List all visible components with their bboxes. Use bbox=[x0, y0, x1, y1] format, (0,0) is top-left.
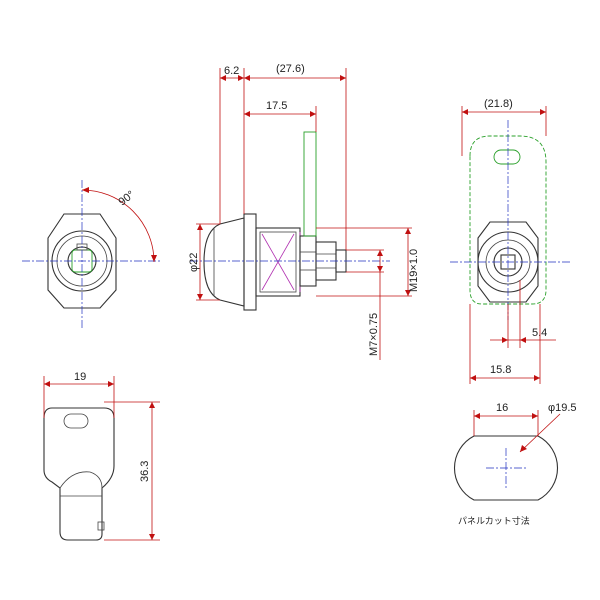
arrow-phi22-b bbox=[197, 294, 203, 300]
dim-36-3: 36.3 bbox=[139, 461, 151, 482]
dim-phi19-5: φ19.5 bbox=[548, 402, 577, 414]
dim-90: 90° bbox=[116, 189, 137, 209]
arrow-m7-t bbox=[377, 250, 383, 256]
arrow-6-2-r bbox=[238, 75, 244, 81]
dim-16: 16 bbox=[496, 402, 508, 414]
arc-arrow-start bbox=[82, 187, 89, 193]
front-view: 90° bbox=[22, 180, 160, 330]
cam-slot bbox=[493, 149, 521, 165]
key-neck bbox=[59, 471, 103, 489]
arrow-21-8-r bbox=[540, 109, 546, 115]
arrow-5-4-r bbox=[520, 337, 526, 343]
dim-19: 19 bbox=[74, 371, 86, 383]
arrow-15-8-r bbox=[534, 375, 540, 381]
arrow-17-5-l bbox=[244, 111, 250, 117]
arrow-16-r bbox=[532, 413, 538, 419]
arrow-m19-b bbox=[405, 290, 411, 296]
arrow-27-6-r bbox=[340, 75, 346, 81]
panel-cut-outline bbox=[453, 435, 559, 501]
arrow-5-4-l bbox=[502, 337, 508, 343]
arrow-m19-t bbox=[405, 228, 411, 234]
thread-diag-2 bbox=[261, 233, 295, 291]
key-outline bbox=[43, 407, 115, 541]
arrow-phi19-5 bbox=[520, 445, 527, 452]
arrow-15-8-l bbox=[470, 375, 476, 381]
arrow-36-3-t bbox=[149, 402, 155, 408]
dim-17-5: 17.5 bbox=[266, 100, 287, 112]
rear-shaft-square bbox=[500, 254, 516, 270]
side-view: 6.2 (27.6) 17.5 φ22 M7×0.75 M19×1.0 bbox=[188, 63, 420, 360]
dim-6-2: 6.2 bbox=[224, 65, 239, 77]
hex-nut-outline bbox=[47, 213, 117, 309]
dim-27-6: (27.6) bbox=[276, 63, 305, 75]
flange bbox=[243, 213, 257, 311]
rear-view: (21.8) 5.4 15.8 bbox=[450, 98, 570, 384]
dim-m19: M19×1.0 bbox=[408, 249, 420, 292]
panel-cut-label: パネルカット寸法 bbox=[458, 515, 530, 527]
arrow-36-3-b bbox=[149, 534, 155, 540]
arrow-17-5-r bbox=[310, 111, 316, 117]
cam-plate bbox=[303, 131, 317, 237]
body-thread-area bbox=[259, 231, 297, 293]
dim-21-8: (21.8) bbox=[484, 98, 513, 110]
dim-phi22: φ22 bbox=[188, 253, 200, 272]
arrow-21-8-l bbox=[462, 109, 468, 115]
key-view: 19 36.3 bbox=[43, 371, 160, 541]
leader-phi19-5 bbox=[519, 413, 561, 453]
arrow-phi22-t bbox=[197, 224, 203, 230]
arc-arrow-end bbox=[151, 255, 157, 262]
arrow-19-l bbox=[44, 381, 50, 387]
arrow-m7-b bbox=[377, 266, 383, 272]
key-tip bbox=[97, 521, 105, 531]
dim-m7: M7×0.75 bbox=[368, 313, 380, 356]
panel-cut-view: 16 φ19.5 パネルカット寸法 bbox=[453, 402, 577, 527]
lock-head bbox=[203, 217, 245, 307]
arrow-19-r bbox=[108, 381, 114, 387]
key-hole bbox=[63, 413, 89, 429]
arrow-27-6-l bbox=[244, 75, 250, 81]
rear-nut-hex bbox=[477, 221, 539, 303]
cam-outline bbox=[469, 135, 547, 305]
arrow-6-2-l bbox=[220, 75, 226, 81]
rotation-arc bbox=[81, 189, 155, 263]
dim-15-8: 15.8 bbox=[490, 364, 511, 376]
arrow-16-l bbox=[474, 413, 480, 419]
